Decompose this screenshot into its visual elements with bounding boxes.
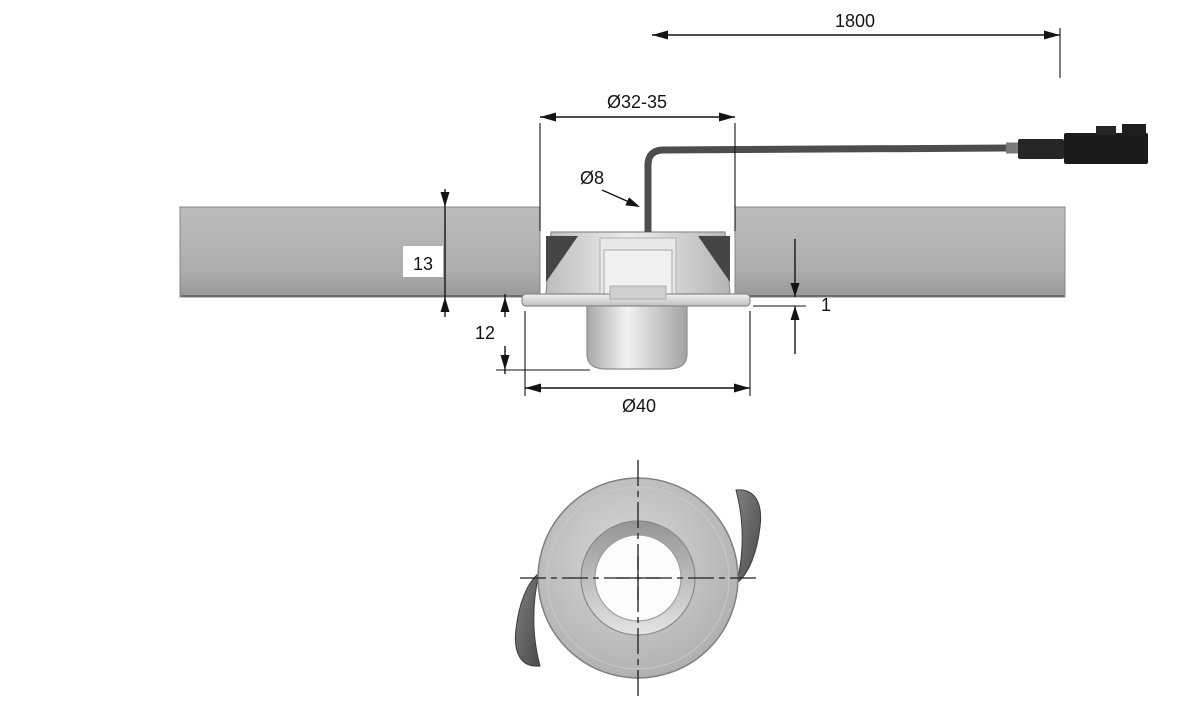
supply-cable <box>644 144 1009 232</box>
connector-latch-large <box>1122 124 1146 135</box>
arrowhead-top <box>440 192 450 207</box>
face-rim-highlight <box>546 486 730 670</box>
fixture-stem <box>586 305 688 370</box>
panel-right <box>734 206 1066 298</box>
dimension-cable-length: 1800 <box>652 11 1061 78</box>
leader-cable-hole: Ø8 <box>580 168 640 207</box>
connector-crimp <box>1006 142 1018 154</box>
spring-tab-left <box>514 571 541 667</box>
arrowhead-bottom <box>440 297 450 312</box>
arrowhead-right <box>734 383 750 393</box>
dim-label-cable-length: 1800 <box>835 11 875 31</box>
arrowhead-top <box>500 297 510 312</box>
connector-latch-small <box>1096 126 1116 135</box>
label-mask <box>403 246 443 277</box>
dimension-cutout-diameter: Ø32-35 <box>539 92 736 231</box>
dimension-flange-thickness: 1 <box>753 239 831 354</box>
arrowhead-right <box>719 112 735 122</box>
panel-left <box>179 206 541 298</box>
connector-sleeve <box>1018 139 1064 159</box>
arrowhead-bottom <box>500 355 510 370</box>
cable-connector <box>1006 124 1148 164</box>
dim-label-protrusion: 12 <box>475 323 495 343</box>
dim-label-cable-hole: Ø8 <box>580 168 604 188</box>
arrowhead-right <box>1044 30 1060 40</box>
arrowhead-left <box>540 112 556 122</box>
dim-label-recess-depth: 13 <box>413 254 433 274</box>
dim-label-flange-thickness: 1 <box>821 295 831 315</box>
spring-clip-section-left <box>546 236 578 282</box>
spring-tab-right <box>735 489 762 585</box>
arrowhead <box>625 197 640 207</box>
dimension-recess-depth: 13 <box>403 189 450 317</box>
bottom-view <box>514 460 762 698</box>
dim-label-cutout-diameter: Ø32-35 <box>607 92 667 112</box>
connector-body <box>1064 133 1148 164</box>
spring-clip-section-right <box>698 236 730 282</box>
arrowhead-left <box>652 30 668 40</box>
dimension-overall-diameter: Ø40 <box>524 311 751 416</box>
dimension-protrusion: 12 <box>466 294 590 374</box>
arrowhead-bottom <box>790 306 800 320</box>
label-mask <box>466 317 506 346</box>
leader-line <box>601 189 629 203</box>
section-view <box>179 124 1148 370</box>
lens-band <box>609 285 667 300</box>
arrowhead-left <box>525 383 541 393</box>
arrowhead-top <box>790 283 800 297</box>
dim-label-overall-diameter: Ø40 <box>622 396 656 416</box>
